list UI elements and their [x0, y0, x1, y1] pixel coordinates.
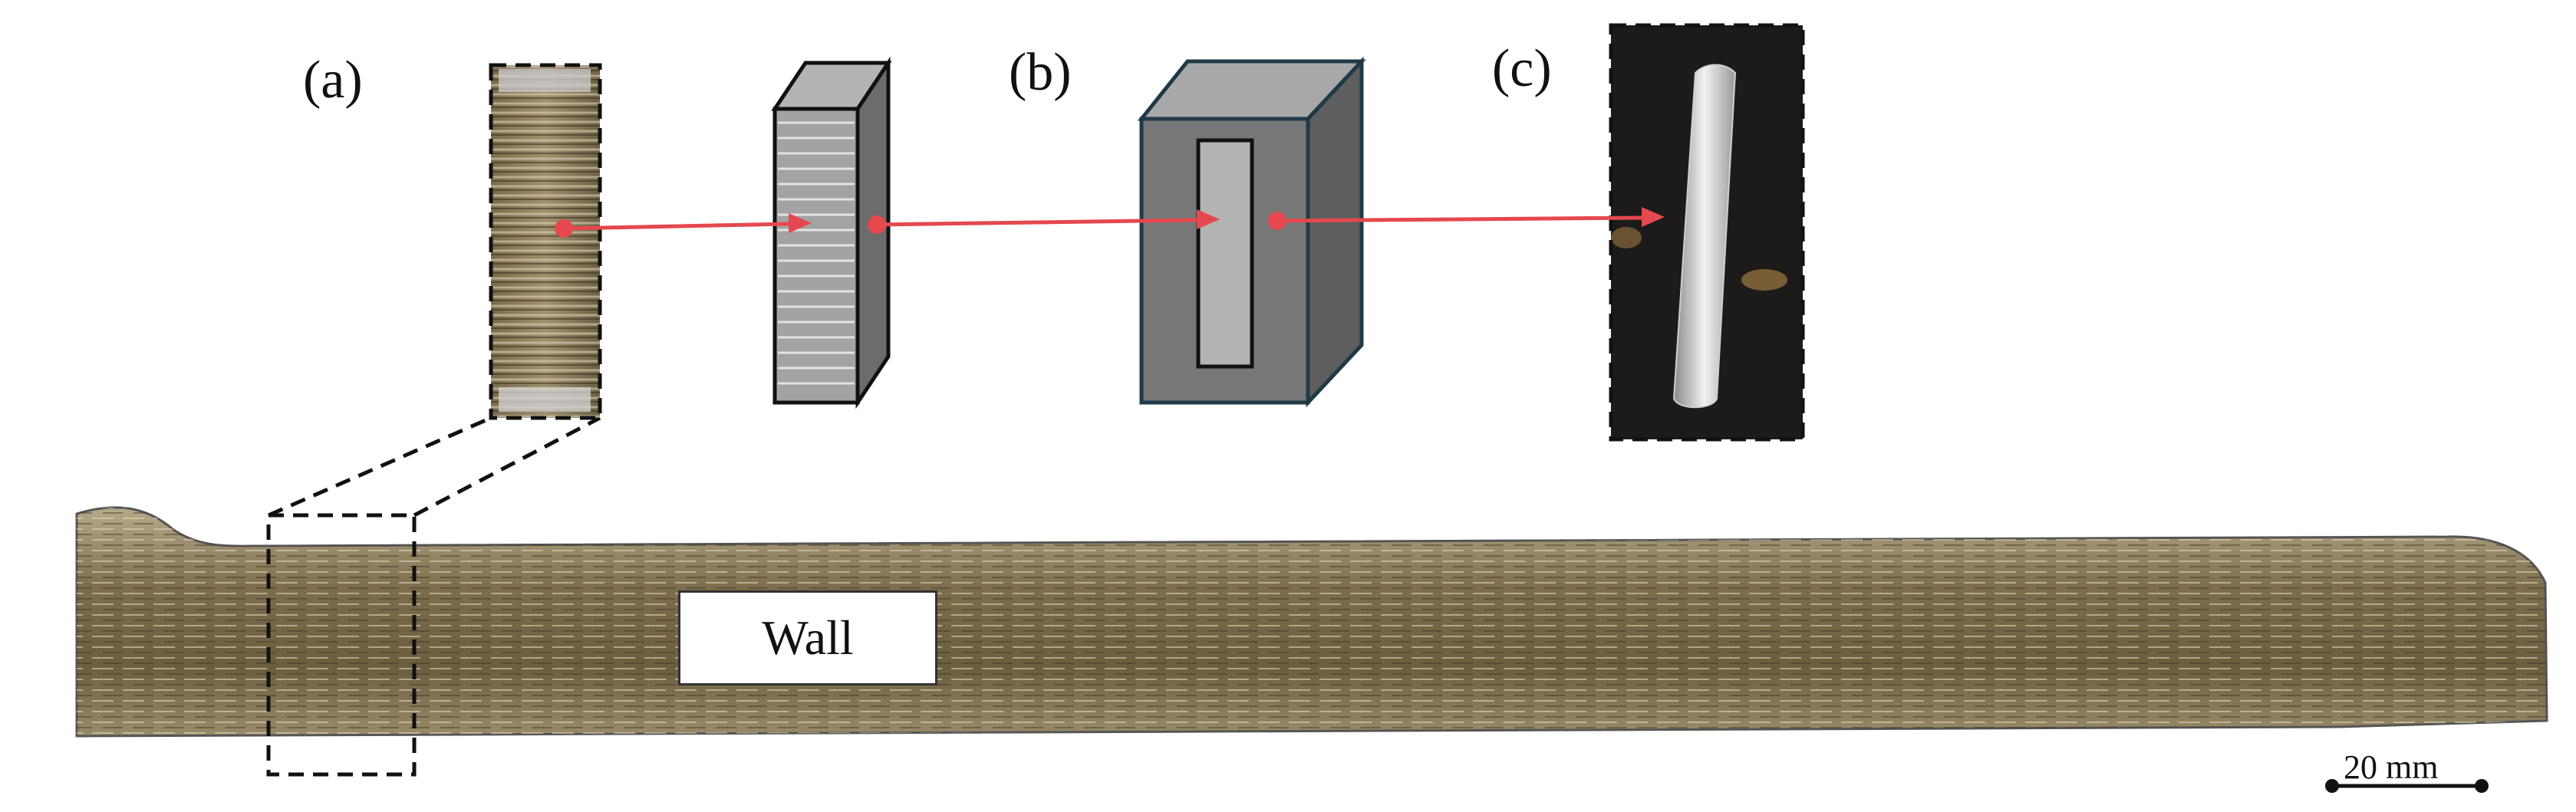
extracted-strip-photo: [489, 63, 602, 420]
arrow-block-to-specimen: [1268, 207, 1665, 230]
scale-bar-label: 20 mm: [2344, 748, 2439, 786]
scale-bar: [2325, 779, 2489, 793]
label-b: (b): [1009, 43, 1072, 102]
label-c: (c): [1492, 39, 1552, 98]
slice-schematic: [771, 56, 892, 409]
embedded-specimen: [1196, 138, 1254, 369]
block-with-specimen: [1137, 56, 1366, 408]
arrow-slice-to-block: [868, 209, 1220, 234]
zoom-line-left: [267, 416, 492, 518]
extraction-region: [266, 513, 417, 777]
wall-label: Wall: [762, 610, 854, 665]
label-a: (a): [303, 51, 363, 110]
process-arrows: [555, 207, 1665, 238]
specimen-photo: [1609, 23, 1805, 442]
zoom-line-right: [413, 416, 601, 518]
arrow-strip-to-slice: [555, 213, 812, 238]
wall-label-box: Wall: [678, 590, 937, 685]
wall-sample: [75, 506, 2548, 738]
